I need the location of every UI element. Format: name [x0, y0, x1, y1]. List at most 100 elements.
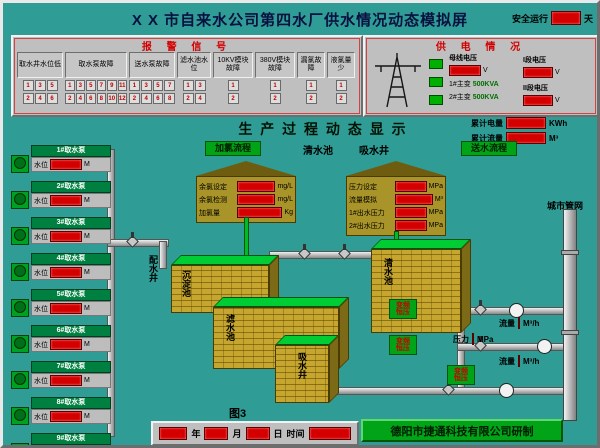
alarm-group-label: 漏氯故障 [297, 52, 325, 78]
house-row-unit: MPa [428, 222, 443, 229]
pump-level-label: 水位 [34, 413, 48, 421]
vfd-chip-line1: 变频 [454, 368, 468, 375]
pump-level-row: 水位 M [31, 409, 111, 424]
pump-level-label: 水位 [34, 341, 48, 349]
house-row-label: 1#出水压力 [349, 209, 385, 217]
alarm-indicator-lamp: 2 [269, 93, 281, 104]
pump-name: 1#取水泵 [31, 145, 111, 157]
pump-level-label: 水位 [34, 377, 48, 385]
pump-level-unit: M [84, 413, 90, 420]
pump-level-display [50, 339, 82, 350]
alarm-indicator-row: 1 [327, 80, 355, 91]
alarm-indicator-lamp: 3 [75, 80, 85, 91]
pump-icon [11, 227, 29, 245]
bus-voltage-label: 母线电压 [449, 55, 477, 62]
alarm-indicator-lamp: 1 [65, 80, 75, 91]
alarm-indicator-lamp: 12 [117, 93, 127, 104]
pump-level-display [50, 231, 82, 242]
house-roof-icon [196, 161, 296, 176]
flow-meter-icon [499, 383, 514, 398]
house-row-label: 2#出水压力 [349, 222, 385, 230]
section1-voltage-display [523, 67, 553, 78]
pump-name: 2#取水泵 [31, 181, 111, 193]
pump-level-display [50, 375, 82, 386]
clearwell-tank: 清水池 [371, 239, 471, 333]
alarm-indicator-lamp: 1 [182, 80, 194, 91]
meter-display [472, 333, 474, 345]
tank-side-face [461, 239, 471, 333]
pump-impeller-icon [14, 265, 26, 277]
stage-delivery-button[interactable]: 送水流程 [461, 141, 517, 156]
tank-front-face: 清水池 [371, 249, 461, 333]
breaker-indicator [429, 77, 443, 87]
house-row-unit: mg/L [277, 183, 293, 190]
alarm-indicator-row: 2 [297, 93, 325, 104]
process-title: 生 产 过 程 动 态 显 示 [238, 121, 408, 137]
alarm-indicator-lamp: 1 [129, 80, 140, 91]
alarm-indicator-row: 2 [255, 93, 295, 104]
house-row-display [237, 181, 276, 192]
stage-chlorination-button[interactable]: 加氯流程 [205, 141, 261, 156]
pump-level-unit: M [84, 269, 90, 276]
house-row: 余氯设定 mg/L [199, 181, 293, 192]
figure-caption: 图3 [229, 408, 247, 420]
meter-display [518, 317, 520, 329]
transformer2-name: 2#主变 [449, 94, 471, 101]
pump-impeller-icon [14, 373, 26, 385]
house-row-unit: MPa [428, 209, 443, 216]
alarm-indicator-row: 1 [213, 80, 253, 91]
house-row-display [237, 207, 283, 218]
alarm-group-label: 380V模块故障 [255, 52, 295, 78]
total-energy-display [506, 117, 546, 129]
pump-level-display [50, 159, 82, 170]
alarm-indicator-lamp: 10 [107, 93, 117, 104]
total-energy-row: 累计电量 KWh [471, 117, 567, 129]
house-row-display [395, 207, 427, 218]
month-display [204, 427, 229, 440]
meter-label: 压力 [453, 334, 469, 344]
section2-voltage-display [523, 95, 553, 106]
pump-level-unit: M [84, 233, 90, 240]
alarm-group-label: 10KV模块故障 [213, 52, 253, 78]
house-row-label: 余氯设定 [199, 183, 227, 191]
meter-unit: MPa [477, 334, 494, 344]
alarm-indicator-lamp: 5 [46, 80, 58, 91]
tank-side-face [329, 335, 339, 403]
delivery-pump-icon [509, 303, 524, 318]
year-display [159, 427, 188, 440]
pump-icon [11, 335, 29, 353]
datetime-bar: 年 月 日 时间 [151, 421, 359, 445]
pump-name: 7#取水泵 [31, 361, 111, 373]
total-energy-label: 累计电量 [471, 118, 503, 128]
alarm-indicator-lamp: 4 [194, 93, 206, 104]
year-label: 年 [191, 429, 201, 439]
valve-icon [475, 300, 486, 313]
alarm-indicator-lamp: 1 [269, 80, 281, 91]
pump-level-unit: M [84, 197, 90, 204]
pump-icon [11, 371, 29, 389]
alarm-indicator-lamp: 4 [34, 93, 46, 104]
house-roof-icon [346, 161, 446, 176]
safe-run-days-display [550, 11, 581, 25]
pump-icon [11, 155, 29, 173]
meter-unit: M³/h [523, 318, 540, 328]
